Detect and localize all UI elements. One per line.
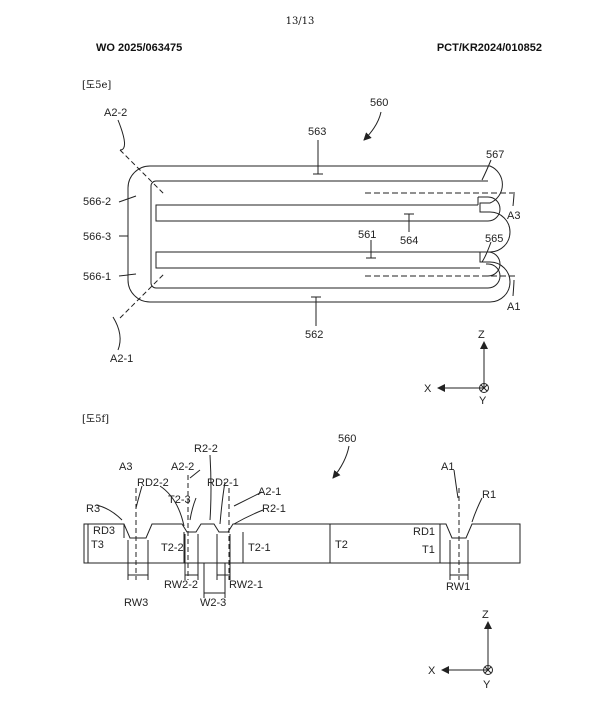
fig5f-label-a2-1: A2-1 bbox=[258, 486, 281, 498]
fig5f-label-t2: T2 bbox=[335, 539, 348, 551]
fig5e-axis-y: Y bbox=[479, 395, 487, 407]
fig5f-label-rd3: RD3 bbox=[93, 525, 115, 537]
fig5f-label-rd2-2: RD2-2 bbox=[137, 477, 169, 489]
fig5f-label-rd2-1: RD2-1 bbox=[207, 477, 239, 489]
fig5e-label-565: 565 bbox=[485, 233, 503, 245]
fig5e-label-567: 567 bbox=[486, 149, 504, 161]
figure-5f-label: [도5f] bbox=[82, 414, 110, 425]
fig5f-label-a1: A1 bbox=[441, 461, 454, 473]
fig5f-label-t2-2: T2-2 bbox=[161, 542, 184, 554]
fig5f-label-r3: R3 bbox=[86, 503, 100, 515]
fig5f-axis-indicator bbox=[441, 621, 493, 675]
fig5f-label-w2-3: W2-3 bbox=[200, 597, 226, 609]
fig5e-label-561: 561 bbox=[358, 229, 376, 241]
fig5f-label-t2-1: T2-1 bbox=[248, 542, 271, 554]
fig5e-label-564: 564 bbox=[400, 235, 418, 247]
fig5f-axis-z: Z bbox=[482, 609, 489, 621]
fig5f-label-rd1: RD1 bbox=[413, 526, 435, 538]
fig5f-label-t2-3: T2-3 bbox=[168, 494, 191, 506]
upper-slit bbox=[155, 196, 501, 222]
fig5f-axis-x: X bbox=[428, 665, 436, 677]
figure-5e-drawing bbox=[112, 111, 516, 351]
fig5e-label-566-2: 566-2 bbox=[83, 196, 111, 208]
publication-number: WO 2025/063475 bbox=[96, 42, 183, 54]
fig5e-label-a3: A3 bbox=[507, 210, 520, 222]
fig5f-label-rw2-2: RW2-2 bbox=[164, 579, 198, 591]
plate-outline bbox=[127, 165, 511, 303]
fig5e-label-563: 563 bbox=[308, 126, 326, 138]
fig5e-axis-x: X bbox=[424, 383, 432, 395]
lower-slit bbox=[155, 251, 480, 269]
fig5f-label-t1: T1 bbox=[422, 544, 435, 556]
fig5f-label-a2-2: A2-2 bbox=[171, 461, 194, 473]
fig5f-label-r1: R1 bbox=[482, 489, 496, 501]
figure-5e-label: [도5e] bbox=[82, 80, 112, 91]
fig5f-label-rw1: RW1 bbox=[446, 581, 470, 593]
section-profile bbox=[83, 523, 521, 564]
figure-5f-drawing bbox=[83, 445, 521, 598]
fig5e-label-a2-2: A2-2 bbox=[104, 107, 127, 119]
fig5f-label-r2-1: R2-1 bbox=[262, 503, 286, 515]
fig5e-axis-z: Z bbox=[478, 329, 485, 341]
cut-line-a2-2 bbox=[119, 149, 166, 196]
fig5f-axis-y: Y bbox=[483, 679, 491, 691]
fig5f-label-rw2-1: RW2-1 bbox=[229, 579, 263, 591]
fig5f-label-a3: A3 bbox=[119, 461, 132, 473]
inner-layer-outline bbox=[150, 180, 501, 289]
fig5f-label-rw3: RW3 bbox=[124, 597, 148, 609]
fig5e-label-a2-1: A2-1 bbox=[110, 353, 133, 365]
fig5f-ref-560: 560 bbox=[338, 433, 356, 445]
application-number: PCT/KR2024/010852 bbox=[436, 42, 542, 54]
fig5f-label-t3: T3 bbox=[91, 539, 104, 551]
fig5f-label-r2-2: R2-2 bbox=[194, 443, 218, 455]
fig5e-label-566-3: 566-3 bbox=[83, 231, 111, 243]
fig5e-label-566-1: 566-1 bbox=[83, 271, 111, 283]
fig5e-label-a1: A1 bbox=[507, 301, 520, 313]
fig5e-label-562: 562 bbox=[305, 329, 323, 341]
cut-line-a2-1 bbox=[119, 272, 166, 319]
fig5e-axis-indicator bbox=[437, 341, 489, 393]
page-number: 13/13 bbox=[285, 16, 315, 27]
fig5e-ref-560: 560 bbox=[370, 97, 388, 109]
